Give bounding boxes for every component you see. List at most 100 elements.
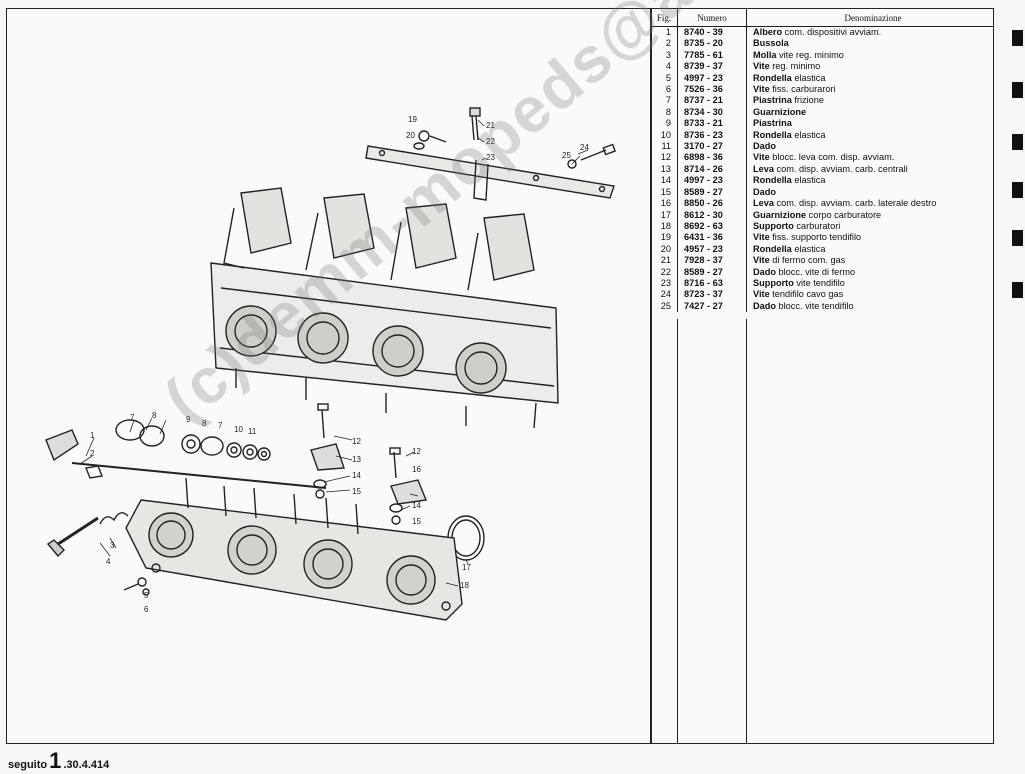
description-rest: elastica: [791, 175, 826, 186]
row-denominazione: Molla vite reg. minimo: [747, 50, 994, 61]
callout-11: 11: [248, 427, 257, 436]
description-rest: vite reg. minimo: [776, 49, 844, 60]
callout-6: 6: [144, 605, 149, 614]
description-keyword: Vite: [753, 84, 770, 95]
description-keyword: Vite: [753, 255, 770, 266]
row-denominazione: Vite reg. minimo: [747, 61, 994, 72]
row-denominazione: Vite fiss. supporto tendifilo: [747, 232, 994, 243]
row-fig: 8: [651, 106, 678, 119]
row-denominazione: Leva com. disp. avviam. carb. centrali: [747, 164, 994, 175]
description-rest: com. disp. avviam. carb. laterale destro: [773, 198, 937, 209]
row-denominazione: Albero com. dispositivi avviam.: [747, 27, 994, 39]
description-keyword: Rondella: [753, 175, 792, 186]
row-denominazione: Rondella elastica: [747, 175, 994, 186]
callout-12: 12: [352, 437, 361, 446]
row-fig: 24: [651, 289, 678, 301]
row-numero: 8589 - 27: [677, 266, 747, 278]
row-fig: 15: [651, 186, 678, 199]
row-numero: 8723 - 37: [677, 289, 747, 301]
callout-3: 3: [110, 541, 115, 550]
callout-22: 22: [486, 137, 495, 146]
row-denominazione: Bussola: [747, 38, 994, 49]
row-numero: 8740 - 39: [677, 26, 747, 39]
table-header-row: Fig. Numero Denominazione: [651, 9, 993, 27]
row-fig: 10: [651, 129, 678, 142]
row-fig: 3: [651, 49, 678, 62]
callout-12b: 12: [412, 447, 421, 456]
description-rest: blocc. leva com. disp. avviam.: [769, 152, 895, 163]
exploded-parts-drawing: 19 20 21 22 23 24 25 1 2 3 4 5 6 7 8 9 8…: [45, 107, 616, 621]
row-denominazione: Guarnizione corpo carburatore: [747, 210, 994, 221]
callout-4: 4: [106, 557, 111, 566]
row-fig: 1: [651, 26, 678, 39]
row-fig: 7: [651, 95, 678, 107]
callout-15: 15: [352, 487, 361, 496]
description-rest: elastica: [791, 243, 826, 254]
description-keyword: Vite: [753, 232, 770, 243]
row-numero: 7427 - 27: [677, 300, 747, 313]
leader-lines: [79, 119, 589, 587]
row-fig: 2: [651, 38, 678, 50]
row-denominazione: Dado blocc. vite tendifilo: [747, 301, 994, 312]
row-numero: 8612 - 30: [677, 209, 747, 221]
description-rest: com. disp. avviam. carb. centrali: [773, 163, 908, 174]
description-keyword: Dado: [753, 141, 776, 152]
description-rest: fiss. supporto tendifilo: [769, 232, 862, 243]
row-numero: 8735 - 20: [677, 38, 747, 50]
row-denominazione: Dado: [747, 141, 994, 152]
row-fig: 16: [651, 198, 678, 210]
description-rest: carburatori: [793, 220, 841, 231]
row-denominazione: Supporto carburatori: [747, 221, 994, 232]
description-keyword: Bussola: [753, 38, 789, 49]
description-keyword: Supporto: [753, 277, 794, 288]
callout-19: 19: [408, 115, 417, 124]
row-denominazione: Piastrina: [747, 118, 994, 129]
row-fig: 20: [651, 243, 678, 256]
row-numero: 7785 - 61: [677, 49, 747, 62]
description-keyword: Vite: [753, 289, 770, 300]
binding-edge-marks: [1012, 30, 1025, 630]
row-numero: 3170 - 27: [677, 141, 747, 153]
column-rule-1: [677, 319, 678, 744]
footer-seguito: seguito: [8, 759, 48, 771]
callout-1: 1: [90, 431, 95, 440]
row-denominazione: Supporto vite tendifilo: [747, 278, 994, 289]
description-rest: vite tendifilo: [793, 277, 845, 288]
row-numero: 4997 - 23: [677, 175, 747, 187]
description-rest: corpo carburatore: [806, 209, 882, 220]
row-fig: 14: [651, 175, 678, 187]
footer-section-number: 1: [49, 748, 62, 773]
row-numero: 8692 - 63: [677, 220, 747, 233]
description-keyword: Piastrina: [753, 118, 792, 129]
row-numero: 8736 - 23: [677, 129, 747, 142]
adjusting-screw-top: [413, 107, 616, 169]
callout-14: 14: [352, 471, 361, 480]
callout-13: 13: [352, 455, 361, 464]
row-numero: 8716 - 63: [677, 277, 747, 290]
callout-20: 20: [406, 131, 415, 140]
row-fig: 9: [651, 118, 678, 130]
row-denominazione: Vite di fermo com. gas: [747, 255, 994, 266]
row-denominazione: Guarnizione: [747, 107, 994, 118]
callout-9: 9: [186, 415, 191, 424]
row-fig: 25: [651, 300, 678, 313]
row-denominazione: Vite tendifilo cavo gas: [747, 289, 994, 300]
description-keyword: Guarnizione: [753, 209, 807, 220]
